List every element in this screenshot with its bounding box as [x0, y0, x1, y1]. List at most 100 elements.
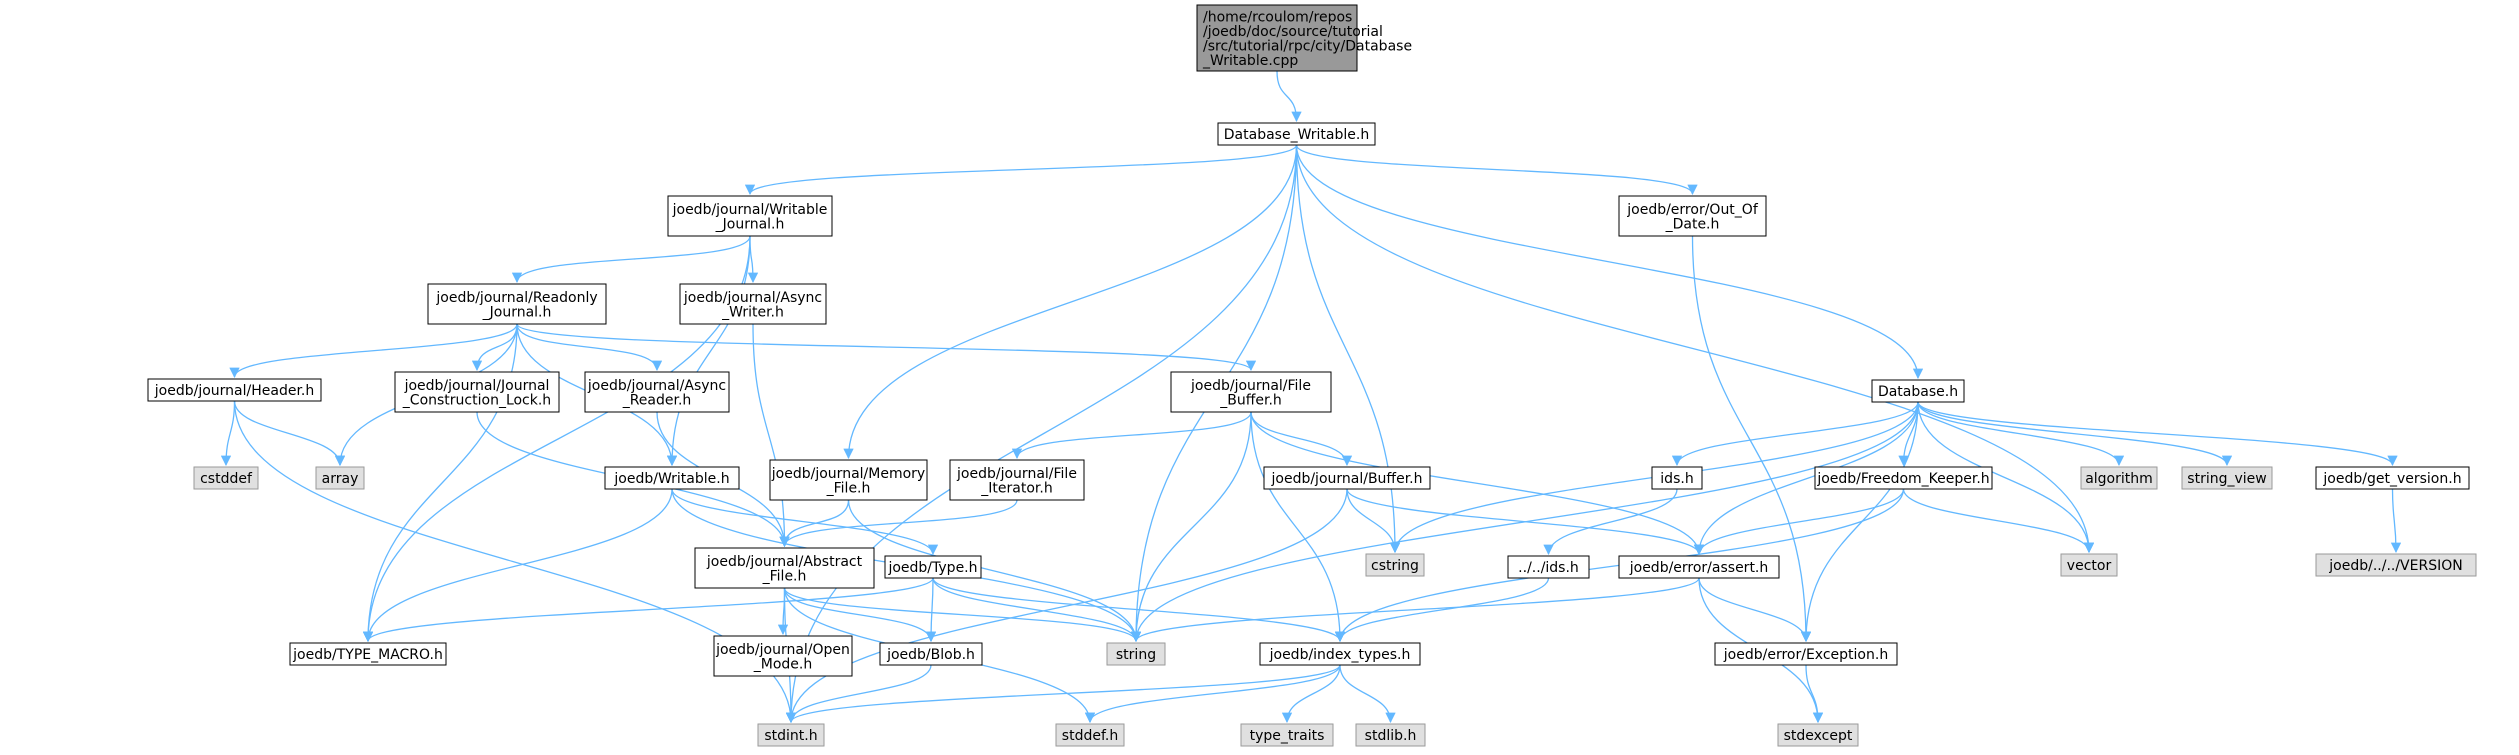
node-out-of-date-h[interactable]: joedb/error/Out_Of_Date.h [1618, 195, 1767, 237]
node-stdexcept[interactable]: stdexcept [1777, 723, 1859, 747]
edge-ids-h-to-up-ids-h [1543, 488, 1678, 556]
node-vector[interactable]: vector [2060, 553, 2118, 577]
node-database-h[interactable]: Database.h [1871, 379, 1965, 403]
node-stddef-h[interactable]: stddef.h [1055, 723, 1125, 747]
node-box [604, 466, 740, 490]
node-box [1355, 723, 1426, 747]
edge-blob-h-to-stdint-h [785, 664, 932, 724]
node-assert-h[interactable]: joedb/error/assert.h [1618, 555, 1780, 579]
node-file-iterator-h[interactable]: joedb/journal/File_Iterator.h [949, 459, 1085, 501]
node-file-buffer-h[interactable]: joedb/journal/File_Buffer.h [1170, 371, 1332, 413]
edge-index-types-h-to-stdlib-h [1339, 664, 1396, 724]
node-label: type_traits [1250, 728, 1325, 744]
node-label: joedb/journal/File [1190, 378, 1311, 394]
edge-database-writable-h-to-stdint-h [785, 144, 1298, 724]
node-label: algorithm [2085, 471, 2153, 487]
edge-type-h-to-type-macro-h [362, 577, 934, 643]
node-label: /src/tutorial/rpc/city/Database [1203, 38, 1412, 54]
node-ids-h[interactable]: ids.h [1651, 466, 1703, 490]
edge-assert-h-to-exception-h [1698, 577, 1812, 643]
node-label: string [1116, 647, 1156, 663]
node-label: _Mode.h [753, 656, 812, 672]
node-box [394, 371, 560, 413]
node-label: Database_Writable.h [1224, 127, 1369, 143]
node-async-writer-h[interactable]: joedb/journal/Async_Writer.h [679, 283, 827, 325]
node-construction-lock-h[interactable]: joedb/journal/Journal_Construction_Lock.… [394, 371, 560, 413]
node-string[interactable]: string [1106, 642, 1166, 666]
node-blob-h[interactable]: joedb/Blob.h [879, 642, 983, 666]
node-label: _Writer.h [721, 304, 784, 320]
node-box [2060, 553, 2118, 577]
edge-writable-h-to-type-macro-h [362, 488, 673, 643]
node-stdint-h[interactable]: stdint.h [757, 723, 825, 747]
edge-out-of-date-h-to-exception-h [1691, 235, 1812, 643]
node-algorithm[interactable]: algorithm [2080, 466, 2158, 490]
node-async-reader-h[interactable]: joedb/journal/Async_Reader.h [584, 371, 730, 413]
node-array[interactable]: array [315, 466, 365, 490]
node-box [1814, 466, 1993, 490]
node-box [1365, 553, 1425, 577]
node-box [1871, 379, 1965, 403]
node-cstring[interactable]: cstring [1365, 553, 1425, 577]
node-database-writable-h[interactable]: Database_Writable.h [1217, 122, 1376, 146]
node-label: joedb/index_types.h [1269, 647, 1411, 663]
node-label: joedb/journal/Open [715, 642, 850, 658]
node-writable-h[interactable]: joedb/Writable.h [604, 466, 740, 490]
node-label: joedb/journal/Journal [404, 378, 550, 394]
node-string-view[interactable]: string_view [2181, 466, 2273, 490]
node-get-version-h[interactable]: joedb/get_version.h [2315, 466, 2470, 490]
node-box [147, 378, 322, 402]
node-box [694, 547, 875, 589]
node-label: _Date.h [1665, 216, 1720, 232]
node-stdlib-h[interactable]: stdlib.h [1355, 723, 1426, 747]
node-type-h[interactable]: joedb/Type.h [884, 555, 982, 579]
node-buffer-h[interactable]: joedb/journal/Buffer.h [1263, 466, 1431, 490]
node-box [1259, 642, 1421, 666]
node-label: string_view [2187, 471, 2266, 487]
node-memory-file-h[interactable]: joedb/journal/Memory_File.h [769, 459, 928, 501]
node-index-types-h[interactable]: joedb/index_types.h [1259, 642, 1421, 666]
edge-readonly-journal-h-to-header-h [229, 323, 518, 379]
node-type-macro-h[interactable]: joedb/TYPE_MACRO.h [289, 642, 447, 666]
node-label: joedb/journal/Async [683, 290, 822, 306]
node-box [193, 466, 259, 490]
node-label: joedb/journal/Readonly [435, 290, 597, 306]
node-box [427, 283, 607, 325]
node-box [879, 642, 983, 666]
node-label: joedb/get_version.h [2322, 471, 2461, 487]
node-header-h[interactable]: joedb/journal/Header.h [147, 378, 322, 402]
edge-freedom-keeper-h-to-vector [1902, 488, 2095, 554]
node-label: joedb/journal/Writable [672, 202, 828, 218]
node-box [1055, 723, 1125, 747]
node-cstddef[interactable]: cstddef [193, 466, 259, 490]
edge-get-version-h-to-version [2390, 488, 2402, 554]
node-label: _Journal.h [482, 304, 552, 320]
node-version[interactable]: joedb/../../VERSION [2315, 553, 2477, 577]
edge-file-buffer-h-to-assert-h [1250, 411, 1705, 556]
edges-layer [220, 70, 2402, 724]
node-label: joedb/error/Out_Of [1626, 202, 1759, 218]
node-box [1263, 466, 1431, 490]
node-label: joedb/TYPE_MACRO.h [292, 647, 443, 663]
node-freedom-keeper-h[interactable]: joedb/Freedom_Keeper.h [1814, 466, 1993, 490]
node-label: _File.h [826, 480, 871, 496]
node-abstract-file-h[interactable]: joedb/journal/Abstract_File.h [694, 547, 875, 589]
node-label: joedb/journal/File [956, 466, 1077, 482]
node-exception-h[interactable]: joedb/error/Exception.h [1714, 642, 1898, 666]
node-label: cstring [1371, 558, 1419, 574]
edge-database-h-to-string [1130, 401, 1919, 643]
node-root[interactable]: /home/rcoulom/repos/joedb/doc/source/tut… [1196, 4, 1412, 72]
node-box [1196, 4, 1358, 72]
edge-database-h-to-get-version-h [1917, 401, 2398, 467]
node-type-traits[interactable]: type_traits [1240, 723, 1334, 747]
node-up-ids-h[interactable]: ../../ids.h [1507, 555, 1590, 579]
node-box [1714, 642, 1898, 666]
edge-index-types-h-to-stddef-h [1084, 664, 1341, 724]
node-readonly-journal-h[interactable]: joedb/journal/Readonly_Journal.h [427, 283, 607, 325]
node-writable-journal-h[interactable]: joedb/journal/Writable_Journal.h [667, 195, 833, 237]
edge-readonly-journal-h-to-file-buffer-h [516, 323, 1256, 372]
node-label: joedb/error/Exception.h [1723, 647, 1888, 663]
node-box [1217, 122, 1376, 146]
node-open-mode-h[interactable]: joedb/journal/Open_Mode.h [713, 635, 853, 677]
node-label: joedb/journal/Buffer.h [1271, 471, 1423, 487]
